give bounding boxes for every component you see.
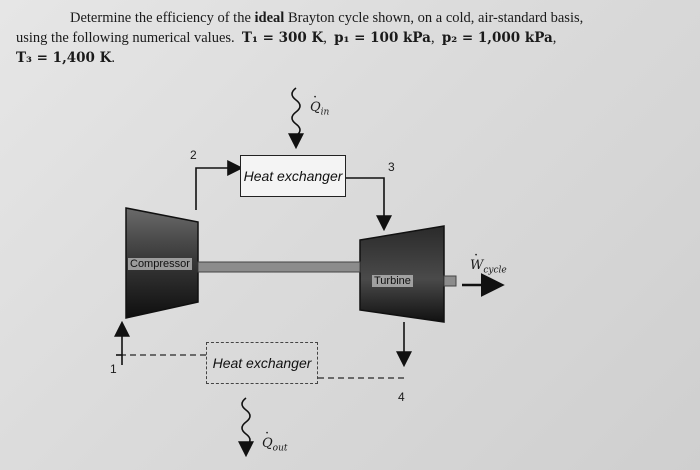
problem-statement: Determine the efficiency of the ideal Br… bbox=[16, 8, 684, 68]
t1-value: T₁ = 300 K bbox=[241, 30, 324, 46]
bottom-heat-exchanger-label: Heat exchanger bbox=[212, 355, 312, 371]
w-cycle-label: W·cycle bbox=[470, 248, 507, 276]
state-2-label: 2 bbox=[190, 148, 197, 162]
state-1-label: 1 bbox=[110, 362, 117, 376]
shaft bbox=[197, 261, 361, 273]
turbine-label: Turbine bbox=[372, 275, 413, 287]
turbine-body bbox=[359, 225, 445, 323]
flow-line-3 bbox=[346, 177, 392, 232]
q-in-label: Q·in bbox=[310, 90, 330, 118]
top-heat-exchanger-label: Heat exchanger bbox=[243, 168, 343, 184]
q-out-label: Q·out bbox=[262, 426, 288, 454]
problem-line-2: using the following numerical values. T₁… bbox=[16, 30, 557, 46]
state-3-label: 3 bbox=[388, 160, 395, 174]
compressor-label: Compressor bbox=[128, 258, 192, 270]
q-out-wavy-arrow bbox=[238, 397, 254, 458]
bottom-heat-exchanger: Heat exchanger bbox=[206, 342, 318, 384]
top-heat-exchanger: Heat exchanger bbox=[240, 155, 346, 197]
problem-line-3: T₃ = 1,400 K. bbox=[16, 50, 116, 66]
state-4-label: 4 bbox=[398, 390, 405, 404]
q-in-wavy-arrow bbox=[288, 87, 304, 150]
p2-value: p₂ = 1,000 kPa bbox=[441, 30, 553, 46]
work-shaft bbox=[443, 275, 457, 287]
t3-value: T₃ = 1,400 K bbox=[16, 50, 112, 66]
flow-line-2 bbox=[195, 160, 244, 210]
p1-value: p₁ = 100 kPa bbox=[334, 30, 431, 46]
problem-line-1: Determine the efficiency of the ideal Br… bbox=[70, 10, 584, 26]
